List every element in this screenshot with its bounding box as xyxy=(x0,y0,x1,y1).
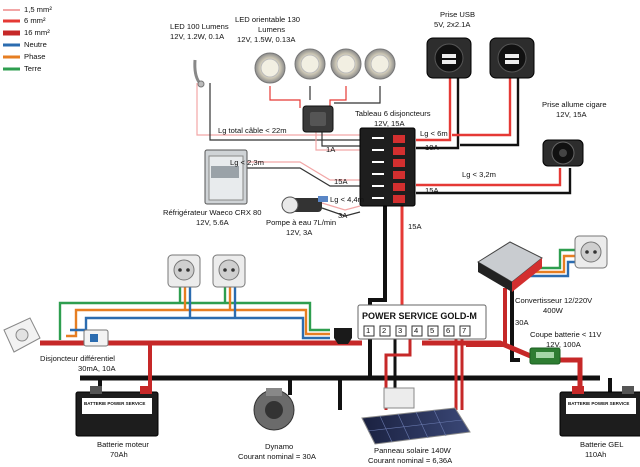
led-100-lamp xyxy=(193,59,205,88)
wire-label-total: Lg total câble < 22m xyxy=(218,126,287,135)
usb-name: Prise USB xyxy=(440,10,476,19)
engine-battery-plate: BATTERIE POWER SERVICE xyxy=(84,401,146,406)
rcd-breaker xyxy=(83,329,109,347)
legend-swatches xyxy=(3,9,20,71)
wire-label-lg23: Lg < 2,3m xyxy=(230,158,264,167)
solar-panel xyxy=(361,387,471,445)
fridge-spec: 12V, 5.6A xyxy=(196,218,229,227)
terminal-2: 2 xyxy=(382,326,387,335)
rcd-spec: 30mA, 10A xyxy=(78,364,116,373)
fridge-name: Réfrigérateur Waeco CRX 80 xyxy=(163,208,262,217)
cigar-spec: 12V, 15A xyxy=(556,110,587,119)
wire-label-lg6: Lg < 6m xyxy=(420,129,448,138)
regulator-title: POWER SERVICE GOLD-M xyxy=(362,311,477,321)
cigar-name: Prise allume cigare xyxy=(542,100,607,109)
legend-label-16: 16 mm² xyxy=(24,28,50,37)
main-wires xyxy=(40,205,612,410)
dynamo-spec: Courant nominal = 30A xyxy=(238,452,316,461)
pump-spec: 12V, 3A xyxy=(286,228,313,237)
ac-outlets xyxy=(167,235,608,288)
gel-battery-name: Batterie GEL xyxy=(580,440,624,449)
converter-spec: 400W xyxy=(543,306,563,315)
gel-battery xyxy=(559,386,640,437)
pump-name: Pompe à eau 7L/min xyxy=(266,218,337,227)
led100-spec: 12V, 1.2W, 0.1A xyxy=(170,32,225,41)
wire-label-30a: 30A xyxy=(515,318,529,327)
terminal-6: 6 xyxy=(446,326,451,335)
terminal-7: 7 xyxy=(462,326,467,335)
battery-cutoff xyxy=(529,347,561,365)
breaker-panel xyxy=(359,127,416,207)
wire-label-15a-cigar: 15A xyxy=(425,186,439,195)
shore-inlet xyxy=(3,317,41,353)
legend-label-6: 6 mm² xyxy=(24,16,46,25)
legend-label-phase: Phase xyxy=(24,52,46,61)
wire-label-15a-fridge: 15A xyxy=(334,177,348,186)
wire-label-3a: 3A xyxy=(338,211,348,220)
solar-spec: Courant nominal = 6,36A xyxy=(368,456,453,465)
usb-sockets xyxy=(426,37,535,79)
water-pump xyxy=(281,196,328,214)
panel-name: Tableau 6 disjoncteurs xyxy=(355,109,431,118)
led130-spec: 12V, 1.5W, 0.13A xyxy=(237,35,296,44)
panel-spec: 12V, 15A xyxy=(374,119,405,128)
regulator-box xyxy=(357,304,487,340)
terminal-5: 5 xyxy=(430,326,435,335)
inverter xyxy=(477,241,543,292)
converter-name: Convertisseur 12/220V xyxy=(515,296,593,305)
legend-label-neutre: Neutre xyxy=(24,40,47,49)
led-spot-row xyxy=(254,48,396,84)
cigar-socket xyxy=(542,139,584,167)
led130-name-2: Lumens xyxy=(258,25,286,34)
fridge xyxy=(204,149,248,205)
gel-battery-spec: 110Ah xyxy=(585,450,607,459)
light-switch-box xyxy=(302,105,334,133)
terminal-4: 4 xyxy=(414,326,419,335)
engine-battery-name: Batterie moteur xyxy=(97,440,149,449)
thin-wires xyxy=(196,83,381,217)
legend-label-15: 1,5 mm² xyxy=(24,5,52,14)
cutoff-spec: 12V, 100A xyxy=(546,340,581,349)
led130-name-1: LED orientable 130 xyxy=(235,15,301,24)
rcd-name: Disjoncteur différentiel xyxy=(40,354,115,363)
wire-label-1a: 1A xyxy=(326,145,336,154)
solar-name: Panneau solaire 140W xyxy=(374,446,451,455)
iec-connector xyxy=(334,328,352,344)
cutoff-name: Coupe batterie < 11V xyxy=(530,330,602,339)
terminal-1: 1 xyxy=(366,326,371,335)
wire-label-10a: 10A xyxy=(425,143,439,152)
wire-label-15a-main: 15A xyxy=(408,222,422,231)
led100-name: LED 100 Lumens xyxy=(170,22,229,31)
wire-label-lg44: Lg < 4,4m xyxy=(330,195,364,204)
wire-label-lg32: Lg < 3,2m xyxy=(462,170,496,179)
legend-label-terre: Terre xyxy=(24,64,42,73)
medium-wires xyxy=(416,75,572,195)
gel-battery-plate: BATTERIE POWER SERVICE xyxy=(568,401,630,406)
terminal-3: 3 xyxy=(398,326,403,335)
dynamo-name: Dynamo xyxy=(265,442,294,451)
engine-battery-spec: 70Ah xyxy=(110,450,128,459)
usb-spec: 5V, 2x2.1A xyxy=(434,20,471,29)
dynamo xyxy=(253,388,295,431)
engine-battery xyxy=(75,386,159,437)
